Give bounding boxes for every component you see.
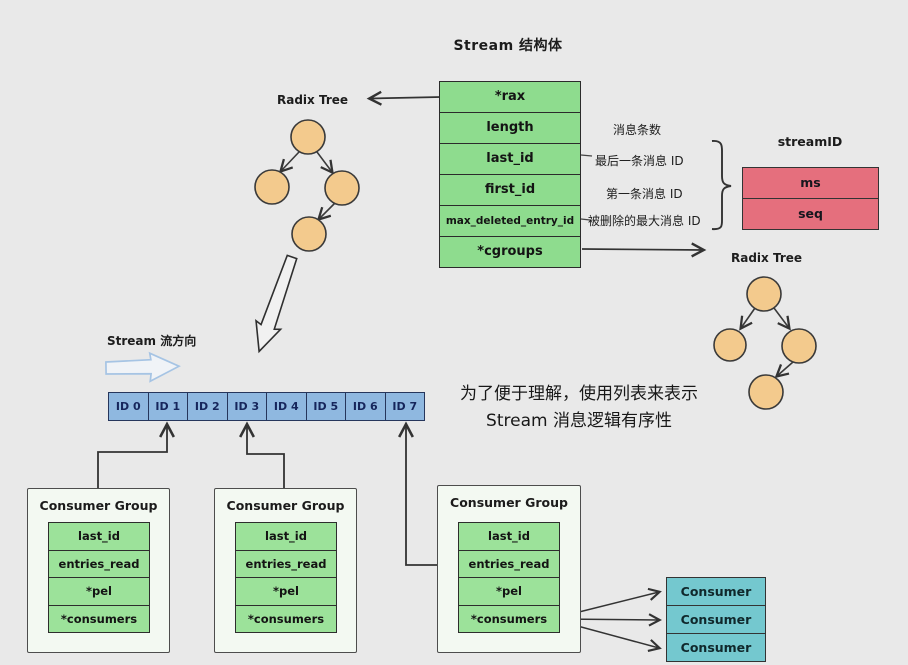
stream-struct-field: last_id	[440, 144, 580, 175]
annotation-last-id: 最后一条消息 ID	[595, 154, 684, 168]
id-cell: ID 5	[307, 393, 346, 420]
id-cell: ID 2	[188, 393, 228, 420]
id-cell: ID 4	[267, 393, 307, 420]
id-cell: ID 0	[109, 393, 149, 420]
stream-struct-field: max_deleted_entry_id	[440, 206, 580, 237]
group-field: *pel	[49, 578, 149, 606]
group-field: last_id	[459, 523, 559, 551]
id-cell: ID 3	[228, 393, 267, 420]
consumer-group-panel-3: Consumer Group last_id entries_read *pel…	[437, 485, 581, 653]
id-list: ID 0 ID 1 ID 2 ID 3 ID 4 ID 5 ID 6 ID 7	[108, 392, 425, 421]
consumer-row: Consumer	[667, 578, 765, 606]
group-field: *consumers	[470, 611, 548, 626]
radix-tree-right-label: Radix Tree	[731, 251, 803, 265]
arrow-rax-to-radix	[366, 90, 442, 106]
stream-struct-field: first_id	[440, 175, 580, 206]
stream-id-box: ms seq	[742, 167, 879, 230]
id-cell: ID 1	[149, 393, 188, 420]
id-cell: ID 6	[346, 393, 386, 420]
consumer-group-title: Consumer Group	[450, 495, 568, 510]
radix-node	[746, 276, 782, 312]
consumer-row: Consumer	[680, 640, 752, 655]
radix-tree-right-graph	[713, 276, 817, 410]
tree-edge	[773, 307, 791, 331]
annotation-length: 消息条数	[613, 123, 662, 137]
tree-edge	[739, 307, 756, 331]
radix-tree-left-graph	[254, 119, 360, 252]
consumer-group-fields: last_id entries_read *pel *consumers	[48, 522, 150, 633]
consumer-group-panel-1: Consumer Group last_id entries_read *pel…	[27, 488, 170, 653]
annotation-max-deleted: 被删除的最大消息 ID	[588, 214, 701, 228]
radix-node	[781, 328, 817, 364]
stream-direction-arrow	[105, 351, 181, 383]
group-field: entries_read	[459, 551, 559, 578]
group-field: entries_read	[49, 551, 149, 578]
consumer-list: Consumer Consumer Consumer	[666, 577, 766, 662]
tree-edge	[278, 151, 300, 174]
id-cell: ID 7	[392, 400, 418, 413]
radix-node	[290, 119, 326, 155]
radix-node	[713, 328, 747, 362]
group-field: *pel	[459, 578, 559, 606]
arrow-group3-to-id7	[398, 421, 437, 566]
tree-edge	[316, 151, 334, 175]
group-field: entries_read	[236, 551, 336, 578]
stream-direction-label: Stream 流方向	[107, 334, 197, 348]
diagram-title: Stream 结构体	[453, 38, 563, 54]
consumer-group-fields: last_id entries_read *pel *consumers	[458, 522, 560, 633]
consumer-group-panel-2: Consumer Group last_id entries_read *pel…	[214, 488, 357, 653]
stream-struct-field: *rax	[440, 82, 580, 113]
curly-brace	[711, 140, 732, 231]
arrow-group2-to-id3	[239, 421, 285, 488]
radix-node	[254, 169, 290, 205]
group-field: last_id	[236, 523, 336, 551]
tree-edge	[774, 361, 794, 379]
flow-arrow-large	[255, 254, 298, 354]
stream-struct-field: *cgroups	[477, 244, 543, 259]
tick-last-id	[580, 154, 593, 157]
stream-id-field: seq	[798, 206, 823, 221]
group-field: *consumers	[60, 611, 138, 626]
radix-tree-left-label: Radix Tree	[277, 93, 349, 107]
note-text: 为了便于理解，使用列表来表示 Stream 消息逻辑有序性	[438, 381, 720, 435]
arrow-group1-to-id1	[97, 421, 175, 488]
tree-edge	[316, 202, 336, 222]
group-field: last_id	[49, 523, 149, 551]
radix-node	[748, 374, 784, 410]
note-line-2: Stream 消息逻辑有序性	[486, 411, 672, 431]
radix-node	[324, 170, 360, 206]
stream-struct-field: length	[440, 113, 580, 144]
consumer-group-title: Consumer Group	[39, 498, 158, 513]
tick-max-deleted	[580, 218, 591, 221]
consumer-group-title: Consumer Group	[226, 498, 345, 513]
annotation-first-id: 第一条消息 ID	[606, 187, 683, 201]
group-field: *consumers	[247, 611, 325, 626]
consumer-row: Consumer	[667, 606, 765, 634]
note-line-1: 为了便于理解，使用列表来表示	[460, 384, 698, 404]
stream-struct-box: *rax length last_id first_id max_deleted…	[439, 81, 581, 268]
arrow-cgroups-to-radix	[581, 242, 707, 258]
group-field: *pel	[236, 578, 336, 606]
consumer-group-fields: last_id entries_read *pel *consumers	[235, 522, 337, 633]
stream-id-title: streamID	[777, 134, 843, 149]
radix-node	[291, 216, 327, 252]
stream-id-field: ms	[743, 168, 878, 199]
